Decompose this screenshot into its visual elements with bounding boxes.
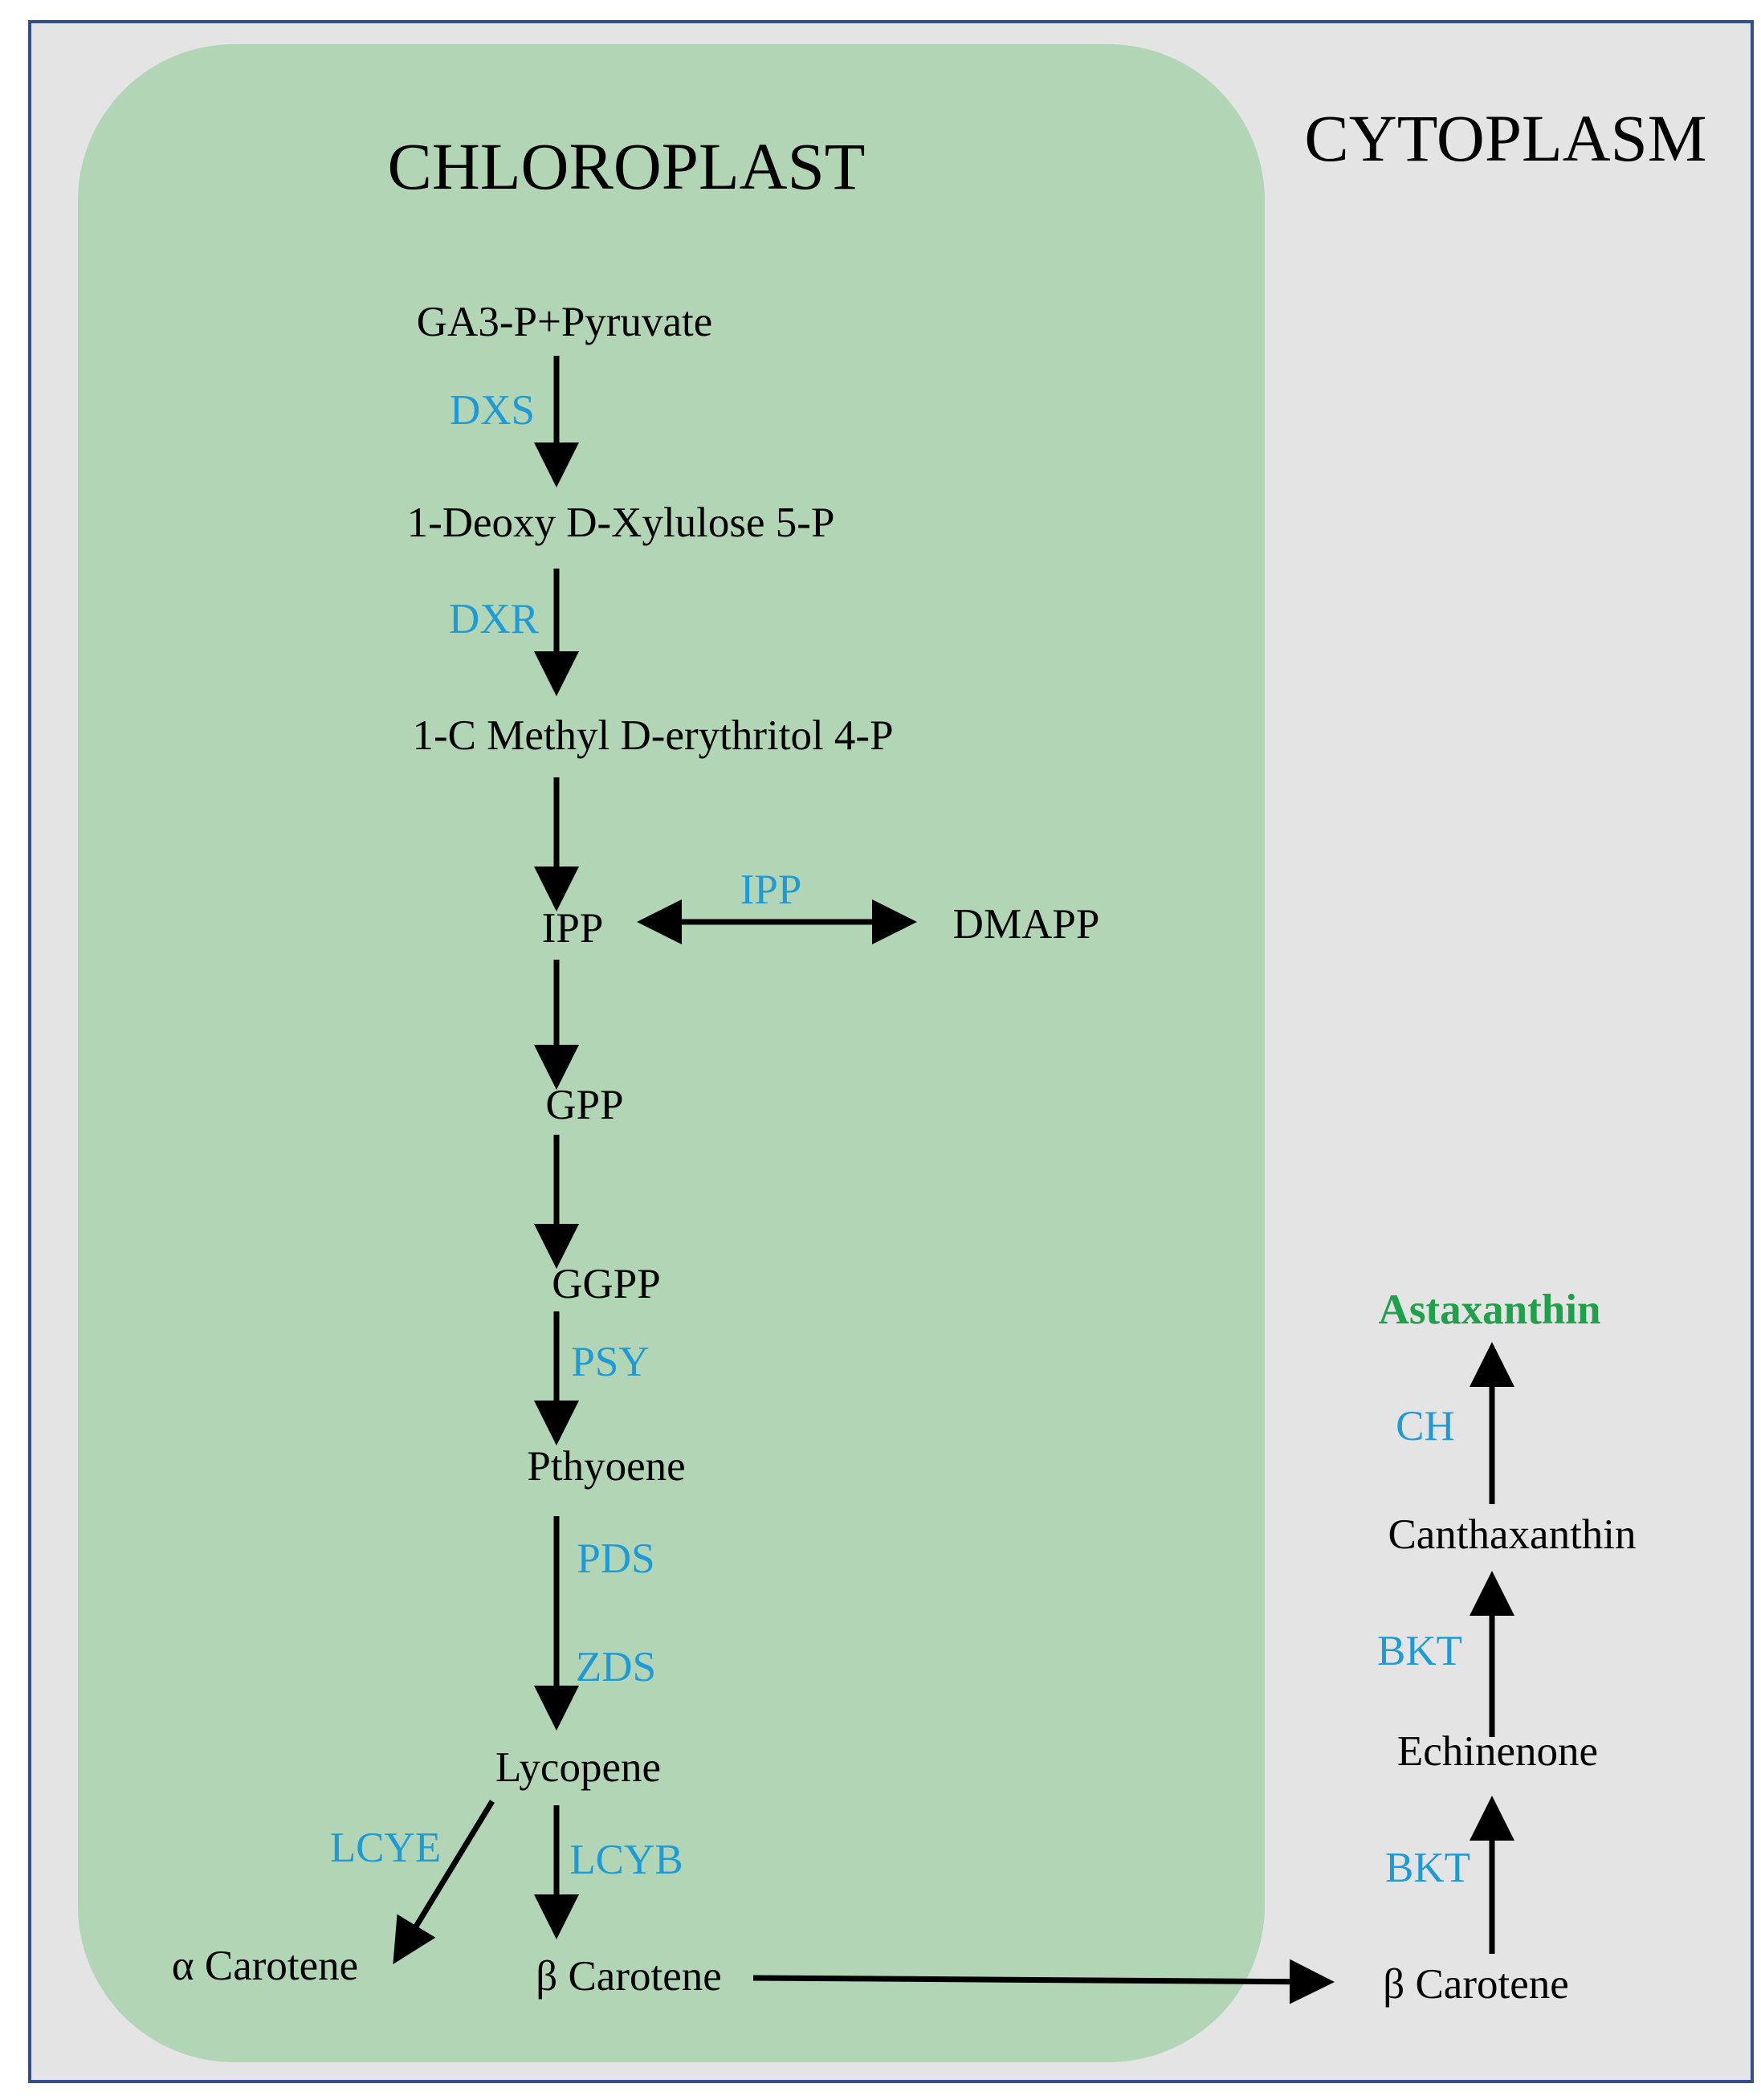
alpha-carotene-label: α Carotene: [172, 1943, 358, 1989]
enzyme-lcyb: LCYB: [569, 1837, 683, 1883]
chloroplast-label: CHLOROPLAST: [388, 129, 866, 203]
enzyme-ipp-isomerase: IPP: [740, 867, 802, 913]
arrow-lcye: [393, 1800, 495, 1964]
beta-carotene-cytoplasm-label: β Carotene: [1383, 1961, 1569, 2008]
lycopene-label: Lycopene: [495, 1744, 661, 1791]
dmapp-label: DMAPP: [953, 901, 1100, 948]
ga3p-pyruvate-label: GA3-P+Pyruvate: [417, 299, 712, 345]
mep-label: 1-C Methyl D-erythritol 4-P: [412, 712, 893, 759]
arrow-beta-carotene-export: [752, 1959, 1335, 2004]
echinenone-label: Echinenone: [1397, 1728, 1598, 1775]
enzyme-dxs: DXS: [450, 387, 535, 434]
enzyme-bkt-1: BKT: [1385, 1845, 1470, 1891]
enzyme-pds: PDS: [577, 1535, 654, 1582]
enzyme-ch: CH: [1396, 1403, 1455, 1450]
cytoplasm-label: CYTOPLASM: [1304, 101, 1706, 175]
enzyme-psy: PSY: [571, 1339, 649, 1385]
ipp-label: IPP: [542, 905, 604, 952]
astaxanthin-label: Astaxanthin: [1379, 1287, 1601, 1333]
chloroplast-compartment: [78, 44, 1265, 2062]
dxp-label: 1-Deoxy D-Xylulose 5-P: [407, 500, 835, 546]
enzyme-dxr: DXR: [449, 596, 540, 642]
enzyme-zds: ZDS: [576, 1644, 656, 1690]
canthaxanthin-label: Canthaxanthin: [1388, 1511, 1636, 1558]
gpp-label: GPP: [545, 1082, 623, 1128]
enzyme-bkt-2: BKT: [1377, 1628, 1462, 1674]
phytoene-label: Pthyoene: [527, 1443, 685, 1490]
ggpp-label: GGPP: [552, 1261, 661, 1307]
enzyme-lcye: LCYE: [330, 1825, 441, 1871]
beta-carotene-chloroplast-label: β Carotene: [536, 1953, 722, 2000]
